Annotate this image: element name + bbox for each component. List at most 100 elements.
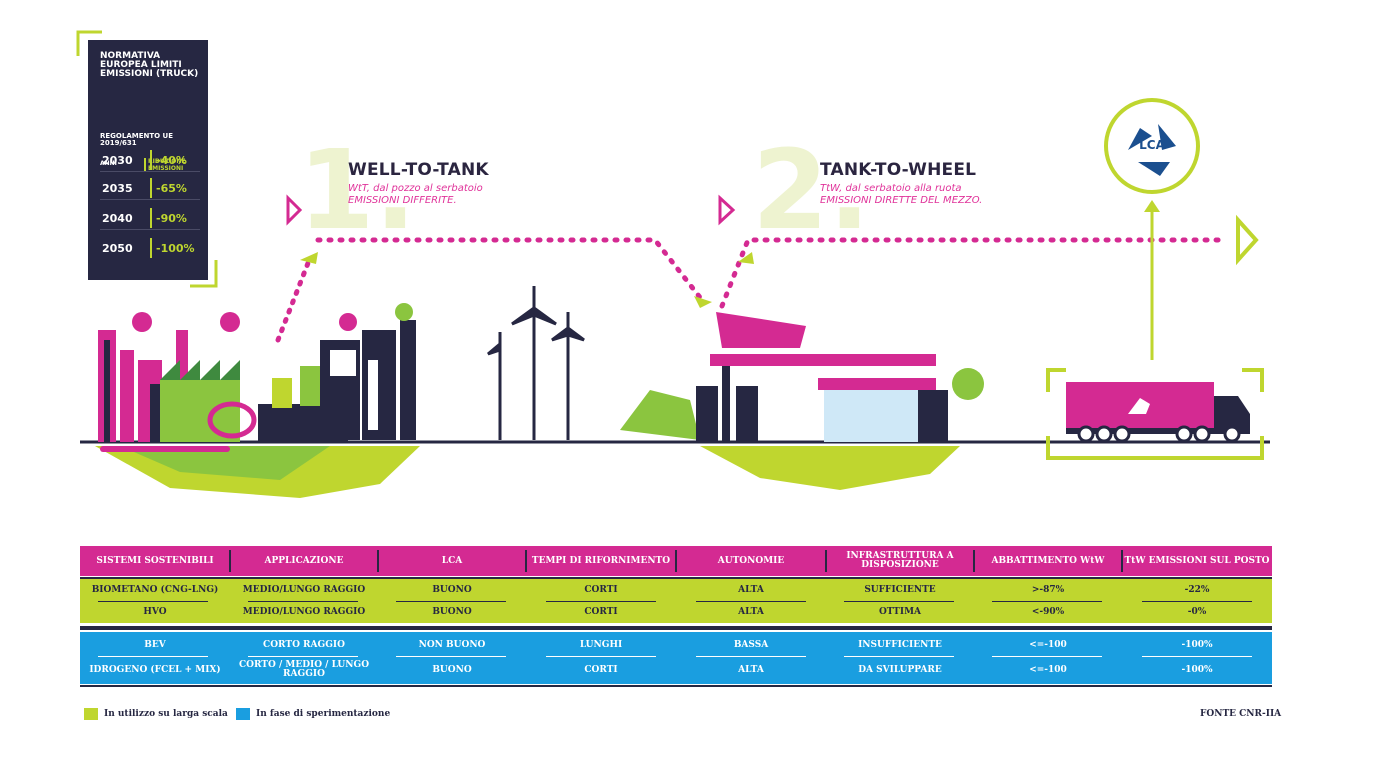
step1-line1: WtT, dal pozzo al serbatoio (348, 183, 483, 194)
legend-blue-label: In fase di sperimentazione (256, 709, 391, 719)
header-cell: TtW EMISSIONI SUL POSTO (1124, 555, 1270, 566)
table-cell: BUONO (432, 584, 472, 595)
supply-chain-illustration (80, 98, 1270, 498)
header-cell: SISTEMI SOSTENIBILI (96, 555, 214, 566)
step2-number: 2. (752, 126, 871, 254)
legend-swatch-blue (236, 708, 250, 720)
regulation-row: 2040 -90% (98, 206, 202, 230)
table-cell: ALTA (738, 584, 764, 595)
table-cell: BUONO (432, 664, 472, 675)
divider (1121, 550, 1123, 572)
regulation-value: -40% (156, 154, 187, 167)
divider (696, 656, 806, 657)
table-cell: OTTIMA (878, 606, 922, 617)
table-cell: <-90% (1031, 606, 1065, 617)
divider (80, 577, 1272, 579)
divider (150, 238, 152, 258)
truck-frame (1046, 368, 1264, 460)
table-row: BIOMETANO (CNG-LNG) MEDIO/LUNGO RAGGIO B… (80, 579, 1272, 601)
table-cell: BUONO (432, 606, 472, 617)
divider (1142, 601, 1252, 602)
regulation-row: 2050 -100% (98, 236, 202, 260)
divider (98, 656, 208, 657)
divider (992, 601, 1102, 602)
table-cell: -22% (1184, 584, 1210, 595)
wind-turbines (487, 286, 585, 440)
divider (396, 601, 506, 602)
divider (248, 656, 358, 657)
table-cell: IDROGENO (FCEL + MIX) (89, 664, 221, 675)
table-row: HVO MEDIO/LUNGO RAGGIO BUONO CORTI ALTA … (80, 601, 1272, 623)
regulation-year: 2030 (102, 154, 133, 167)
table-cell: DA SVILUPPARE (858, 664, 942, 675)
table-blue-block (80, 632, 1272, 684)
table-cell: <=-100 (1029, 639, 1067, 650)
table-cell: HVO (143, 606, 167, 617)
step2-line1: TtW, dal serbatoio alla ruota (820, 183, 962, 194)
divider (825, 550, 827, 572)
play-arrow-icon (286, 194, 303, 226)
table-cell: INSUFFICIENTE (858, 639, 942, 650)
divider (696, 601, 806, 602)
divider (144, 158, 146, 172)
divider (248, 601, 358, 602)
regulation-value: -100% (156, 242, 195, 255)
step1-title: WELL-TO-TANK (348, 160, 489, 180)
flow-path-dots (275, 237, 1225, 343)
table-cell: CORTI (584, 664, 618, 675)
regulation-subtitle: REGOLAMENTO UE 2019/631 (100, 132, 173, 147)
regulation-value: -90% (156, 212, 187, 225)
divider (992, 656, 1102, 657)
table-cell: LUNGHI (579, 639, 623, 650)
legend-swatch-green (84, 708, 98, 720)
table-cell: -100% (1181, 639, 1213, 650)
arrow-right-icon (1236, 214, 1259, 266)
divider (844, 601, 954, 602)
step2-title: TANK-TO-WHEEL (820, 160, 977, 180)
step1-number: 1. (298, 126, 417, 254)
factory-left (98, 312, 257, 452)
header-cell: AUTONOMIE (717, 555, 785, 566)
table-cell: ALTA (738, 664, 764, 675)
divider (844, 656, 954, 657)
divider (396, 656, 506, 657)
arrow-tip-icon (738, 252, 754, 264)
regulation-frame (76, 30, 218, 288)
regulation-head-reduction: RIDUZIONE EMISSIONI (148, 158, 186, 172)
divider (377, 550, 379, 572)
divider (150, 208, 152, 228)
table-cell: >-87% (1031, 584, 1065, 595)
table-cell: MEDIO/LUNGO RAGGIO (242, 606, 366, 617)
header-cell: ABBATTIMENTO WtW (991, 555, 1105, 566)
table-row: BEV CORTO RAGGIO NON BUONO LUNGHI BASSA … (80, 634, 1272, 656)
regulation-year: 2035 (102, 182, 133, 195)
regulation-row: 2035 -65% (98, 176, 202, 200)
table-cell: MEDIO/LUNGO RAGGIO (242, 584, 366, 595)
table-cell: CORTI (584, 584, 618, 595)
step1-line2: EMISSIONI DIFFERITE. (348, 195, 457, 206)
divider (150, 150, 152, 170)
play-arrow-icon (718, 194, 736, 226)
truck (1066, 382, 1250, 443)
divider (546, 656, 656, 657)
divider (1142, 656, 1252, 657)
source-label: FONTE CNR-IIA (1200, 709, 1282, 719)
lca-recycle-badge (1104, 98, 1200, 360)
lca-badge-label: LCA (1139, 138, 1165, 152)
divider (80, 685, 1272, 687)
land-left-shade (120, 446, 330, 480)
header-cell: TEMPI DI RIFORNIMENTO (531, 555, 671, 566)
divider (100, 199, 200, 200)
regulation-title: NORMATIVA EUROPEA LIMITI EMISSIONI (TRUC… (100, 51, 199, 79)
table-cell: ALTA (738, 606, 764, 617)
comparison-table: SISTEMI SOSTENIBILI APPLICAZIONE LCA TEM… (80, 546, 1272, 688)
table-cell: <=-100 (1029, 664, 1067, 675)
divider (973, 550, 975, 572)
table-cell: SUFFICIENTE (864, 584, 936, 595)
table-cell: BEV (144, 639, 166, 650)
factory-left-dark (104, 340, 160, 442)
gas-station (696, 312, 984, 442)
table-cell: -100% (1181, 664, 1213, 675)
bush (620, 390, 700, 440)
table-cell: CORTO / MEDIO / LUNGO RAGGIO (238, 660, 370, 679)
